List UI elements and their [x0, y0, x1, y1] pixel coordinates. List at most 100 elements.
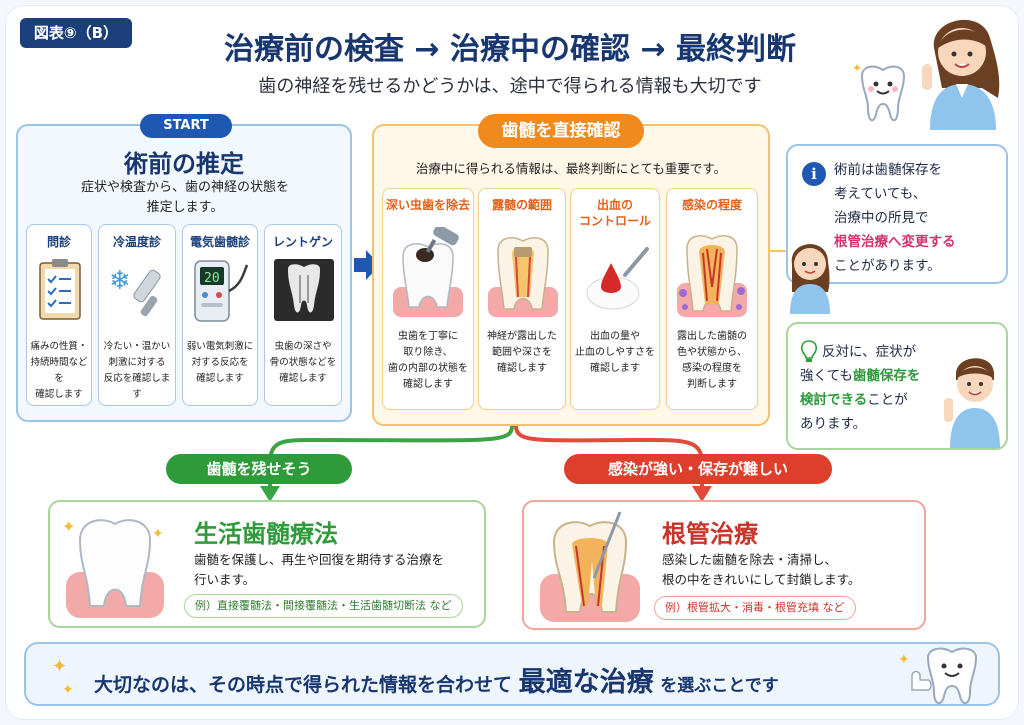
- card-title-line: 深い虫歯を除去: [385, 198, 470, 212]
- connector-line: [770, 250, 788, 252]
- card-title: 出血の コントロール: [571, 197, 659, 229]
- card-line: 感染の程度を: [682, 363, 742, 374]
- card-line: 対する反応を: [191, 357, 249, 368]
- card-line: 出血の量や: [590, 331, 640, 342]
- card-title-line: コントロール: [578, 214, 651, 228]
- note-line: ことがあります。: [834, 258, 941, 274]
- note-line: 強くても歯髄保存を: [800, 364, 972, 388]
- page-subtitle: 歯の神経を残せるかどうかは、途中で得られる情報も大切です: [258, 76, 762, 97]
- card-text: 冷たい・温かい 刺激に対する 反応を確認します: [101, 339, 173, 403]
- card-title-line: 感染の程度: [681, 198, 742, 212]
- card-title: 冷温度診: [112, 235, 161, 249]
- preop-card-xray: レントゲン 虫歯の深さや 骨の状態などを 確認します: [264, 224, 342, 406]
- xray-icon: [274, 259, 334, 321]
- card-title: 電気歯髄診: [189, 235, 250, 249]
- note-highlight: 検討できる: [800, 392, 868, 408]
- card-text: 弱い電気刺激に 対する反応を 確認します: [185, 339, 255, 387]
- preop-desc-line: 症状や検査から、歯の神経の状態を: [80, 180, 289, 195]
- nurse-illustration-icon: [922, 19, 1000, 130]
- exposed-pulp-icon: [488, 237, 558, 317]
- branch-connectors: [260, 425, 712, 502]
- start-badge: START: [140, 114, 232, 138]
- root-canal-desc: 感染した歯髄を除去・清掃し、 根の中をきれいにして封鎖します。: [662, 550, 920, 590]
- sparkle-icon: ✦ ✦: [52, 656, 74, 698]
- card-line: 歯の内部の状態を: [388, 363, 468, 374]
- dentist-illustration-icon: [944, 358, 1000, 448]
- card-text: 痛みの性質・ 持続時間などを 確認します: [29, 339, 89, 403]
- root-canal-examples: 例）根管拡大・消毒・根管充填 など: [654, 596, 856, 620]
- card-text: 露出した歯髄の 色や状態から、 感染の程度を 判断します: [671, 329, 753, 393]
- conclusion-banner: [24, 642, 1000, 706]
- intraop-title: 歯髄を直接確認: [478, 114, 644, 148]
- lightbulb-icon: [800, 340, 818, 362]
- note-line: 反対に、症状が: [822, 344, 917, 360]
- note-text: 強くても: [800, 368, 853, 384]
- card-line: 判断します: [687, 379, 737, 390]
- device-reading: 20: [204, 271, 220, 286]
- note-blue-text: 術前は歯髄保存を 考えていても、 治療中の所見で 根管治療へ変更する ことがあり…: [834, 158, 1004, 278]
- card-line: 範囲や深さを: [492, 347, 552, 358]
- root-canal-title: 根管治療: [662, 520, 758, 548]
- svg-text:✦: ✦: [62, 517, 75, 536]
- preop-description: 症状や検査から、歯の神経の状態を 推定します。: [40, 178, 330, 218]
- branch-root-canal-label: 感染が強い・保存が難しい: [564, 454, 832, 484]
- vital-pulp-therapy-title: 生活歯髄療法: [194, 520, 338, 548]
- intraop-card-bleeding: 出血の コントロール 出血の量や 止血のしやすさを 確認します: [570, 188, 660, 410]
- card-text: 虫歯の深さや 骨の状態などを 確認します: [267, 339, 339, 387]
- conclusion-text: 大切なのは、その時点で得られた情報を合わせて 最適な治療 を選ぶことです: [94, 660, 894, 699]
- preop-card-interview: 問診 痛みの性質・ 持続時間などを 確認します: [26, 224, 92, 406]
- preop-card-thermal: 冷温度診 ❄ 冷たい・温かい 刺激に対する 反応を確認します: [98, 224, 176, 406]
- conclusion-text-pre: 大切なのは、その時点で得られた情報を合わせて: [94, 674, 513, 696]
- vital-pulp-therapy-desc: 歯髄を保護し、再生や回復を期待する治療を 行います。: [194, 550, 480, 590]
- vital-pulp-therapy-examples: 例）直接覆髄法・間接覆髄法・生活歯髄切断法 など: [184, 594, 463, 618]
- note-line: 考えていても、: [834, 186, 927, 202]
- card-line: 取り除き、: [403, 347, 453, 358]
- card-line: 虫歯の深さや: [274, 341, 332, 352]
- card-line: 確認します: [590, 363, 640, 374]
- note-line: 治療中の所見で: [834, 210, 929, 226]
- card-line: 色や状態から、: [677, 347, 747, 358]
- card-line: 痛みの性質・: [30, 341, 88, 352]
- preop-title: 術前の推定: [124, 150, 244, 178]
- card-line: 持続時間などを: [30, 357, 88, 384]
- drill-tooth-icon: [393, 227, 463, 317]
- page-title: 治療前の検査 → 治療中の確認 → 最終判断: [223, 32, 797, 67]
- card-text: 虫歯を丁寧に 取り除き、 歯の内部の状態を 確認します: [387, 329, 469, 393]
- svg-text:✦: ✦: [52, 656, 67, 677]
- flow-arrow-right-icon: [354, 250, 380, 280]
- note-line: 術前は歯髄保存を: [834, 162, 942, 178]
- svg-text:✦: ✦: [62, 682, 74, 698]
- note-highlight: 根管治療へ変更する: [834, 234, 956, 250]
- desc-line: 感染した歯髄を除去・清掃し、: [662, 552, 838, 567]
- card-line: 確認します: [196, 373, 244, 384]
- card-line: 確認します: [279, 373, 327, 384]
- card-line: 神経が露出した: [487, 331, 557, 342]
- note-green-text: 反対に、症状が 強くても歯髄保存を 検討できることが あります。: [800, 340, 972, 436]
- card-line: 止血のしやすさを: [575, 347, 655, 358]
- note-line: あります。: [800, 416, 867, 432]
- card-title: 問診: [46, 235, 71, 249]
- conclusion-emphasis: 最適な治療: [518, 667, 654, 698]
- note-line: 検討できることが: [800, 388, 972, 412]
- card-title: 深い虫歯を除去: [383, 197, 473, 213]
- card-line: 反応を確認します: [103, 373, 171, 400]
- card-title: レントゲン: [272, 235, 333, 249]
- card-title-line: 出血の: [596, 198, 633, 212]
- preop-desc-line: 推定します。: [146, 200, 224, 215]
- bleeding-icon: [586, 247, 649, 310]
- card-line: 確認します: [497, 363, 547, 374]
- card-text: 出血の量や 止血のしやすさを 確認します: [575, 329, 655, 377]
- card-line: 確認します: [403, 379, 453, 390]
- card-line: 虫歯を丁寧に: [398, 331, 458, 342]
- svg-text:❄: ❄: [109, 266, 131, 296]
- info-icon: i: [802, 162, 826, 186]
- desc-line: 根の中をきれいにして封鎖します。: [662, 572, 861, 587]
- card-line: 弱い電気刺激に: [186, 341, 254, 352]
- intraop-card-infection: 感染の程度 露出した歯髄の 色や状態から、 感染の程度を 判断します: [666, 188, 758, 410]
- infection-icon: [677, 235, 747, 317]
- card-line: 骨の状態などを: [269, 357, 337, 368]
- svg-text:✦: ✦: [898, 652, 910, 668]
- healthy-tooth-icon: ✦ ✦: [62, 517, 164, 618]
- clipboard-icon: [39, 259, 81, 320]
- card-line: 刺激に対する: [108, 357, 166, 368]
